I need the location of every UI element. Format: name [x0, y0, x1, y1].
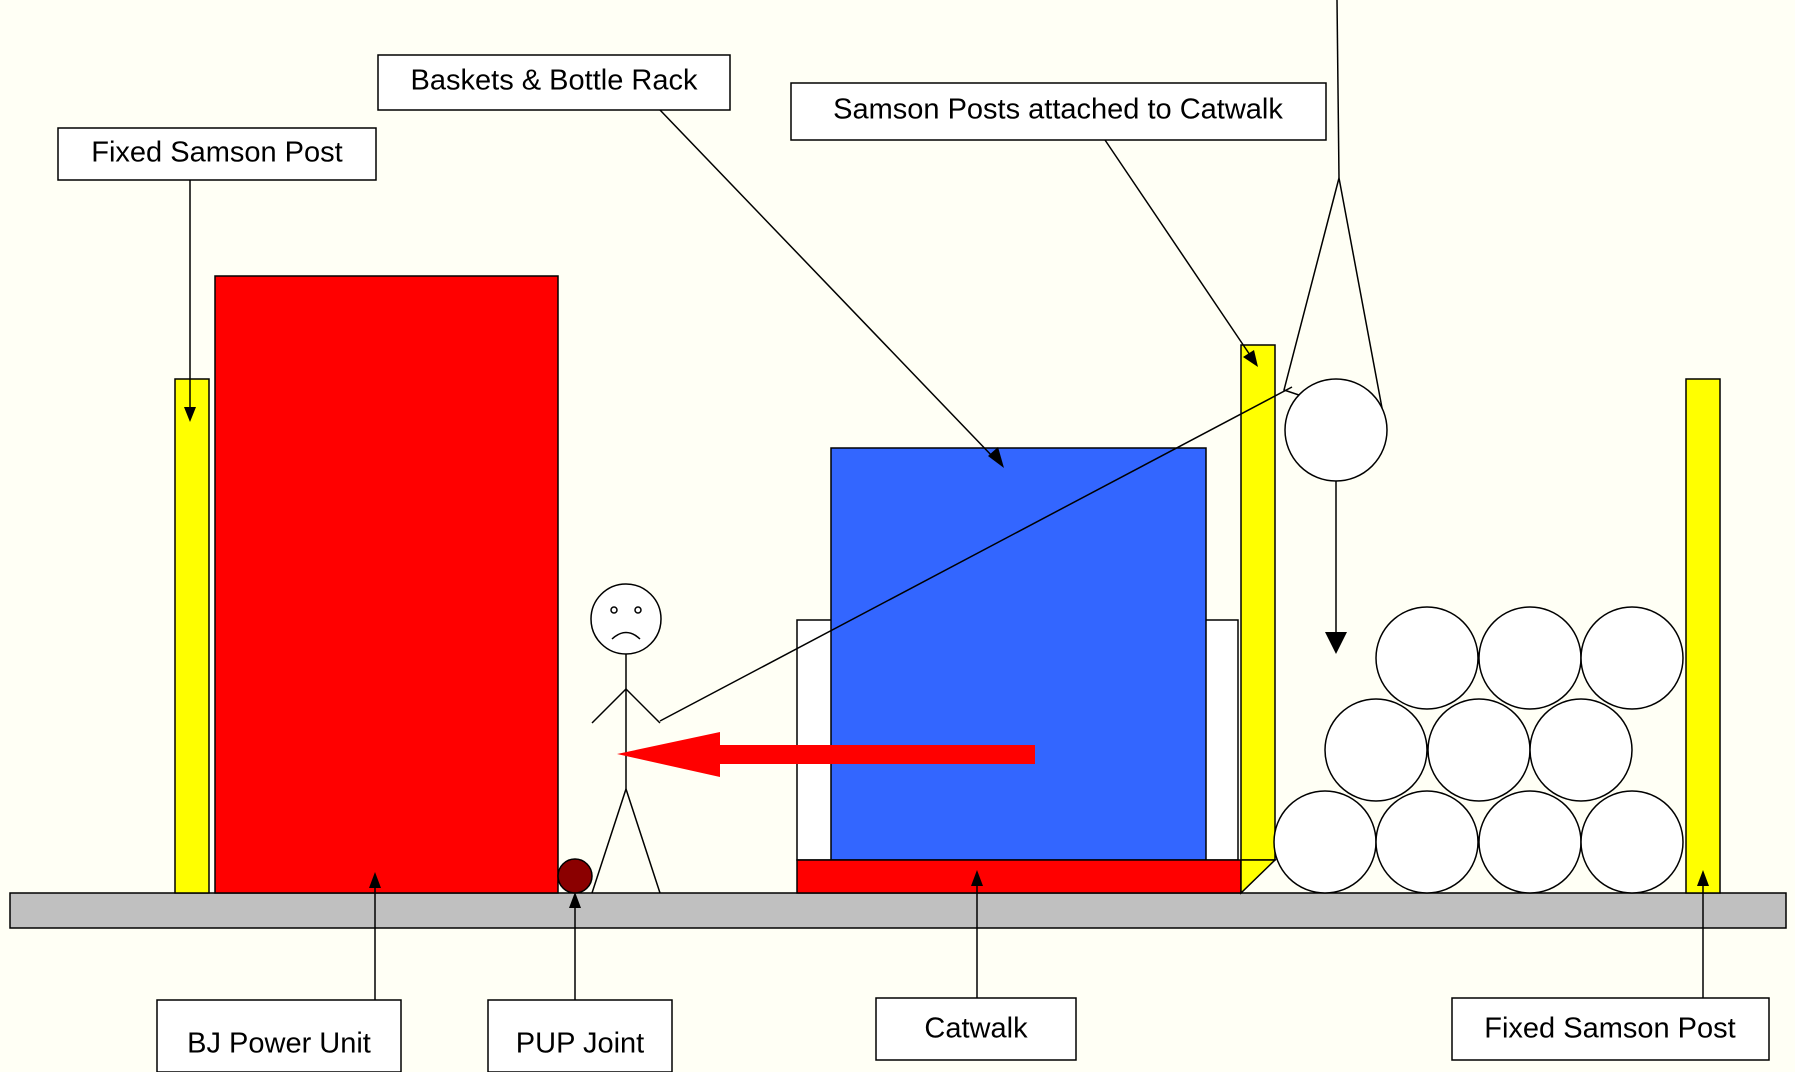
label-text-fixed-samson-post-left: Fixed Samson Post	[91, 137, 342, 169]
callout-arrow-fixed-post-right	[1697, 870, 1709, 886]
worker-figure	[590, 583, 662, 894]
label-fixed-samson-post-left: Fixed Samson Post	[57, 127, 377, 181]
pipe	[1375, 790, 1479, 894]
baskets-bottle-rack	[830, 447, 1207, 861]
label-catwalk: Catwalk	[875, 997, 1077, 1061]
label-text-baskets-bottle-rack: Baskets & Bottle Rack	[411, 65, 698, 97]
pipe	[1375, 606, 1479, 710]
worker-frown	[611, 631, 641, 640]
label-pup-joint: PUP Joint	[487, 999, 673, 1072]
label-text-pup-joint: PUP Joint	[516, 1028, 644, 1060]
callout-arrow-baskets	[988, 447, 1004, 468]
callout-arrow-bj-power-unit	[369, 872, 381, 888]
pipe	[1529, 698, 1633, 802]
callout-arrow-pup-joint	[569, 892, 581, 908]
worker-head	[590, 583, 662, 655]
label-baskets-bottle-rack: Baskets & Bottle Rack	[377, 54, 731, 111]
label-text-fixed-samson-post-right: Fixed Samson Post	[1484, 1013, 1735, 1045]
worker-leg-left	[591, 788, 627, 894]
label-bj-power-unit: BJ Power Unit	[156, 999, 402, 1072]
pipe	[1273, 790, 1377, 894]
worker-eye-left	[610, 606, 618, 614]
down-arrow-head	[1325, 632, 1347, 654]
callout-arrow-catwalk	[971, 870, 983, 886]
pipe-stack	[1273, 606, 1684, 894]
worker-arm-right	[625, 688, 661, 724]
pipe	[1580, 790, 1684, 894]
label-samson-posts-catwalk: Samson Posts attached to Catwalk	[790, 82, 1327, 141]
red-arrow-head	[617, 732, 720, 777]
callout-arrow-fixed-post-left	[184, 407, 196, 422]
callout-line-samson-catwalk	[1104, 139, 1251, 356]
hoisted-pipe	[1284, 378, 1388, 482]
fixed-samson-post-right	[1685, 378, 1721, 894]
fixed-samson-post-left	[174, 378, 210, 894]
samson-post-catwalk-foot	[1240, 859, 1277, 895]
pipe	[1478, 606, 1582, 710]
pipe	[1580, 606, 1684, 710]
catwalk	[796, 859, 1242, 894]
pipe	[1324, 698, 1428, 802]
hoist-line	[1336, 0, 1340, 179]
label-text-catwalk: Catwalk	[924, 1013, 1028, 1045]
worker-leg-right	[625, 788, 661, 894]
label-text-bj-power-unit: BJ Power Unit	[187, 1028, 371, 1060]
bj-power-unit	[214, 275, 559, 894]
pup-joint	[557, 858, 593, 894]
samson-post-catwalk	[1240, 344, 1276, 861]
label-text-samson-posts-catwalk: Samson Posts attached to Catwalk	[833, 94, 1283, 126]
callout-line-baskets	[659, 109, 995, 459]
worker-arm-left	[591, 688, 627, 724]
worker-eye-right	[634, 606, 642, 614]
red-arrow-shaft	[720, 745, 1035, 764]
tag-line-rope	[659, 386, 1293, 722]
ground-floor	[9, 892, 1787, 929]
callout-arrow-samson-catwalk	[1243, 350, 1258, 367]
label-fixed-samson-post-right: Fixed Samson Post	[1451, 997, 1770, 1061]
pipe	[1478, 790, 1582, 894]
pipe	[1427, 698, 1531, 802]
